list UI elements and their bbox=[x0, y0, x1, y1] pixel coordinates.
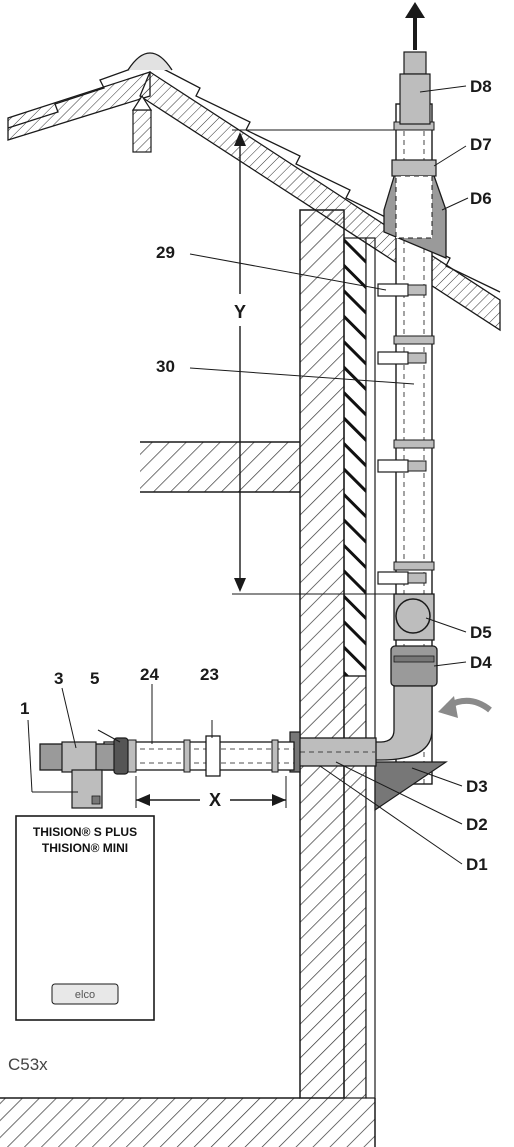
label-3: 3 bbox=[54, 669, 63, 688]
label-d3: D3 bbox=[466, 777, 488, 796]
label-23: 23 bbox=[200, 665, 219, 684]
boiler-unit bbox=[15, 815, 155, 1021]
label-d2: D2 bbox=[466, 815, 488, 834]
label-d7: D7 bbox=[470, 135, 492, 154]
label-d1: D1 bbox=[466, 855, 488, 874]
dimension-y bbox=[232, 129, 396, 595]
main-wall bbox=[299, 209, 376, 1099]
label-5: 5 bbox=[90, 669, 99, 688]
configuration-code: C53x bbox=[8, 1055, 48, 1074]
floor-slab bbox=[0, 1097, 376, 1147]
label-d8: D8 bbox=[470, 77, 492, 96]
inspection-piece bbox=[390, 593, 438, 687]
boiler-label-line1: THISION® S PLUS bbox=[33, 825, 137, 839]
boiler-connection bbox=[39, 737, 129, 809]
wall-brackets bbox=[377, 283, 427, 585]
leader-lines bbox=[27, 85, 469, 865]
label-30: 30 bbox=[156, 357, 175, 376]
dimension-x-label: X bbox=[209, 790, 221, 810]
label-d5: D5 bbox=[470, 623, 492, 642]
label-29: 29 bbox=[156, 243, 175, 262]
intermediate-floor bbox=[140, 441, 300, 493]
horizontal-pipe bbox=[103, 735, 295, 777]
boiler-label-line2: THISION® MINI bbox=[42, 841, 128, 855]
label-1: 1 bbox=[20, 699, 29, 718]
label-d4: D4 bbox=[470, 653, 492, 672]
wall-elbow bbox=[374, 685, 492, 761]
boiler-brand-logo: elco bbox=[75, 989, 95, 1001]
dimension-x bbox=[135, 776, 287, 808]
label-d6: D6 bbox=[470, 189, 492, 208]
label-24: 24 bbox=[140, 665, 159, 684]
wall-pass-through bbox=[289, 731, 377, 773]
roof-flashing bbox=[383, 159, 447, 259]
dimension-y-label: Y bbox=[234, 302, 246, 322]
